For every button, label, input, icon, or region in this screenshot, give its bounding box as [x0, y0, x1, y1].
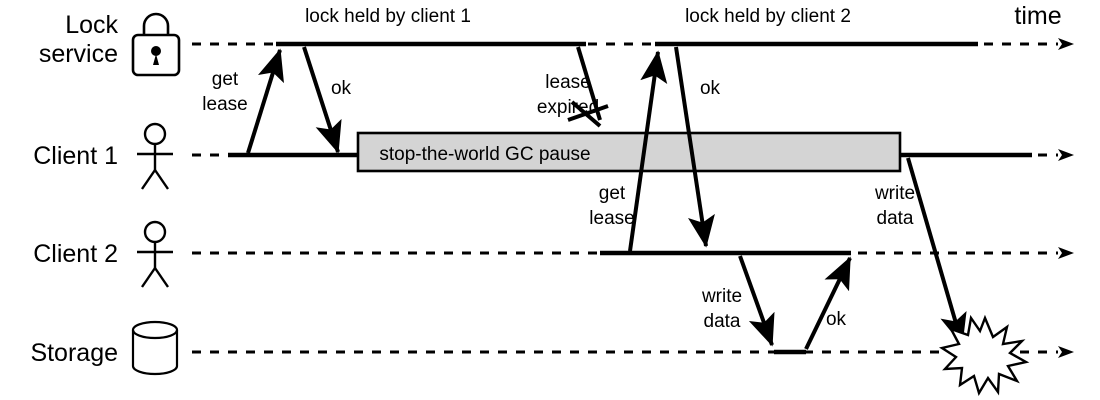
- lease-expired-cross-icon: [567, 100, 609, 128]
- arrow-lease-expired: [576, 46, 602, 121]
- timeline-arrowheads: [1058, 38, 1074, 358]
- row-label-client-1: Client 1: [33, 142, 118, 170]
- padlock-icon: [131, 12, 181, 77]
- msg-get-lease-2-line2: lease: [589, 208, 634, 229]
- msg-ok-2: ok: [700, 78, 721, 99]
- stick-figure-icon: [137, 122, 173, 190]
- arrow-get-lease-2: [628, 50, 668, 252]
- row-label-lock-service-line1: Lock: [65, 11, 118, 39]
- header-lock-held-client-1: lock held by client 1: [305, 6, 471, 27]
- arrow-get-lease-1: [246, 48, 284, 154]
- database-cylinder-icon: [131, 320, 179, 376]
- msg-write-data-2-line1: write: [874, 183, 915, 204]
- header-lock-held-client-2: lock held by client 2: [685, 6, 851, 27]
- arrow-ok-1: [302, 46, 342, 154]
- stop-the-world-gc-pause-box: [356, 131, 902, 173]
- msg-lease-expired-line2: expired: [537, 97, 599, 118]
- msg-write-data-1-line2: data: [704, 311, 741, 332]
- msg-ok-3: ok: [826, 309, 847, 330]
- msg-write-data-2-line2: data: [877, 208, 914, 229]
- gc-pause-label: stop-the-world GC pause: [379, 144, 590, 165]
- arrow-ok-2: [674, 46, 715, 248]
- row-label-storage: Storage: [30, 339, 118, 367]
- msg-ok-1: ok: [331, 78, 352, 99]
- msg-lease-expired-line1: lease: [545, 72, 590, 93]
- arrow-write-data-2: [906, 157, 967, 346]
- time-axis-label: time: [1014, 2, 1061, 30]
- row-label-lock-service-line2: service: [39, 40, 118, 68]
- msg-write-data-1-line1: write: [701, 286, 742, 307]
- msg-get-lease-1-line1: get: [212, 69, 239, 90]
- msg-get-lease-1-line2: lease: [202, 94, 247, 115]
- msg-get-lease-2-line1: get: [599, 183, 626, 204]
- row-label-client-2: Client 2: [33, 240, 118, 268]
- arrow-write-data-1: [738, 255, 775, 347]
- arrow-ok-3: [804, 256, 852, 350]
- explosion-icon: [938, 314, 1030, 396]
- stick-figure-icon: [137, 220, 173, 288]
